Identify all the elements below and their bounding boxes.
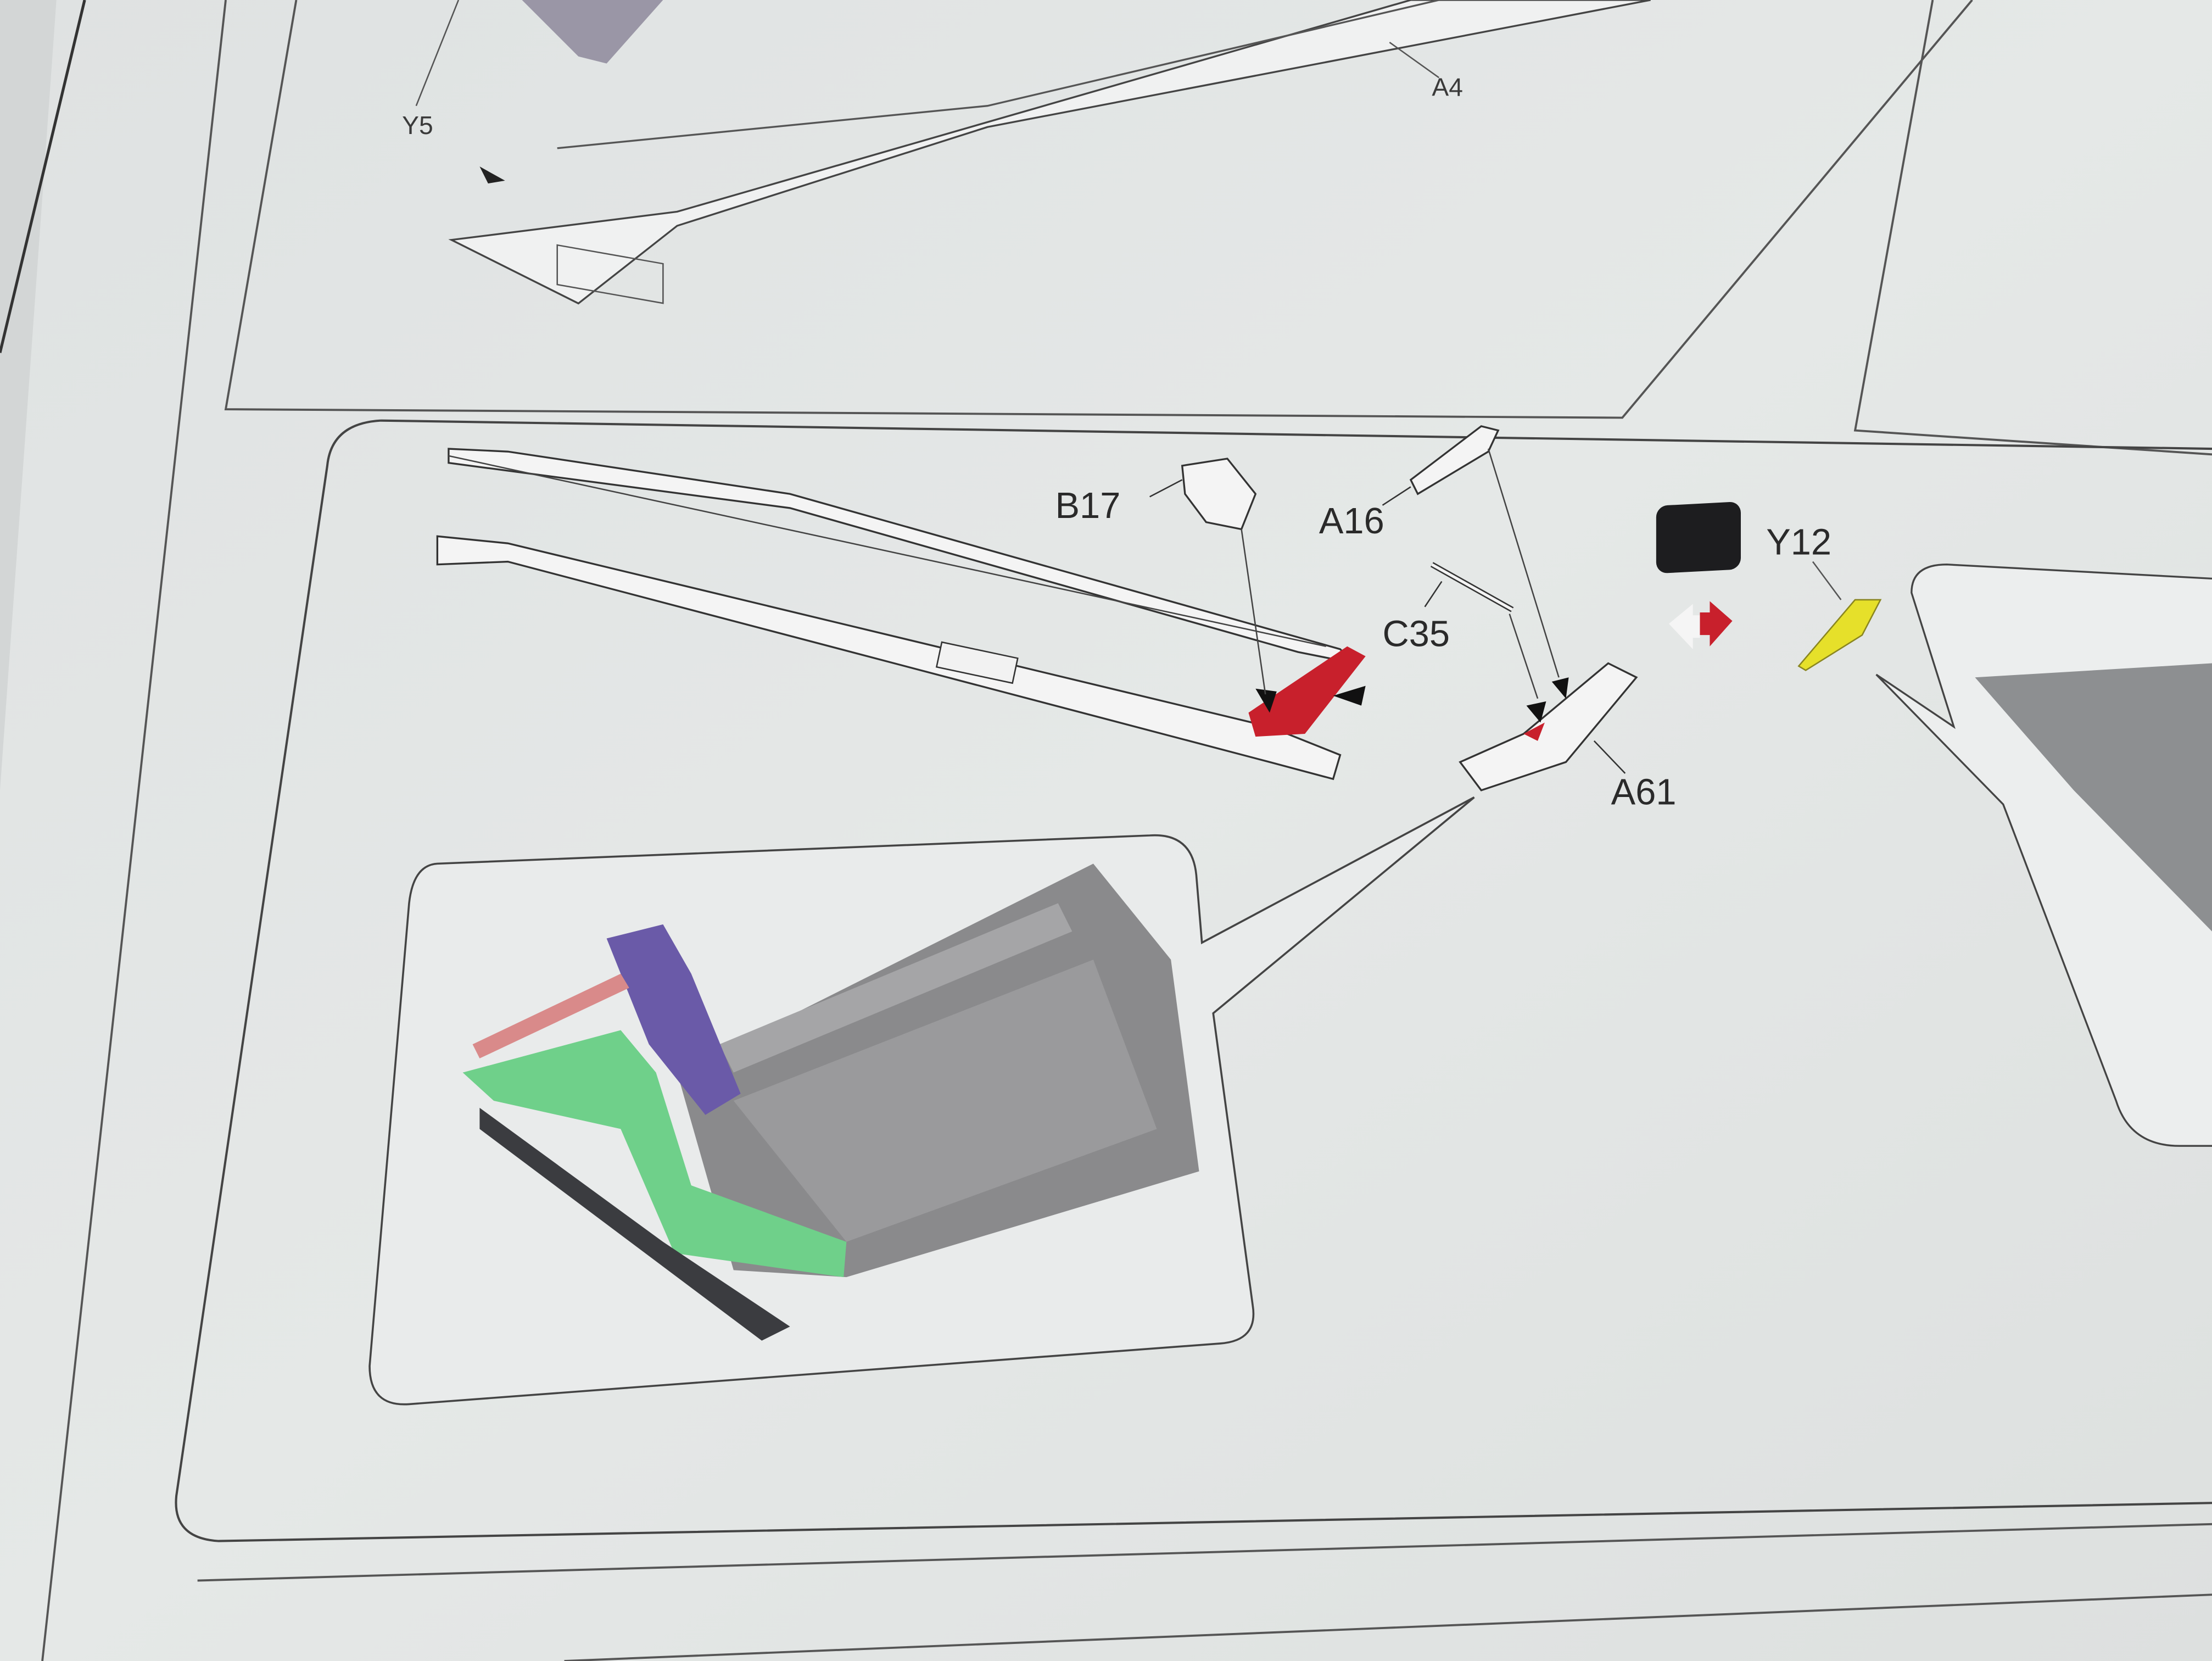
guide-c35 [1509,614,1539,699]
leader-a61 [1593,740,1626,774]
arrow-c35 [1526,701,1546,723]
render-pink-rod [472,973,629,1058]
bidirectional-arrow-symmetric-icon [1656,501,1741,649]
sheet-border-left [0,0,86,353]
arrow-a16 [1551,677,1569,699]
part-a16 [1409,425,1500,495]
label-y5: Y5 [402,111,433,140]
page-frame-bottom [197,1523,2212,1582]
red-highlight-area [1248,646,1366,737]
leader-b17 [1149,479,1183,498]
part-y12 [1797,599,1882,671]
label-b17: B17 [1055,486,1121,526]
label-a16: A16 [1319,501,1384,542]
upper-step-frame [224,0,1973,419]
a61-red [1523,722,1545,741]
page-frame-bottom-2 [564,1593,2212,1661]
upper-purple-render [522,0,663,64]
label-a4: A4 [1432,73,1463,102]
leader-y5 [415,0,460,107]
grille-detail [556,244,664,304]
leader-y12 [1812,561,1842,600]
hull-edge [557,0,1439,149]
hull-plate-a4 [448,0,1651,305]
render-green-part [462,1030,847,1278]
guide-b17 [1241,529,1266,695]
inset-3d-render [462,863,1199,1341]
arrow-a61 [1333,685,1366,706]
right-callout-render [1975,663,2212,932]
leader-a16 [1382,486,1411,506]
label-a61: A61 [1611,772,1677,812]
rail-line [448,455,1327,647]
guide-a16 [1487,448,1560,678]
rail-lower [436,535,1342,781]
label-c35: C35 [1383,614,1450,655]
leader-c35 [1424,581,1443,607]
render-purple-part [606,924,741,1115]
page-frame [41,0,227,1661]
main-step-frame [175,419,2212,1542]
leader-a4 [1389,42,1440,79]
label-y12: Y12 [1766,522,1831,563]
rail-bracket [935,641,1019,684]
arrow-b17 [1255,688,1277,713]
arrow-y5 [479,166,505,184]
